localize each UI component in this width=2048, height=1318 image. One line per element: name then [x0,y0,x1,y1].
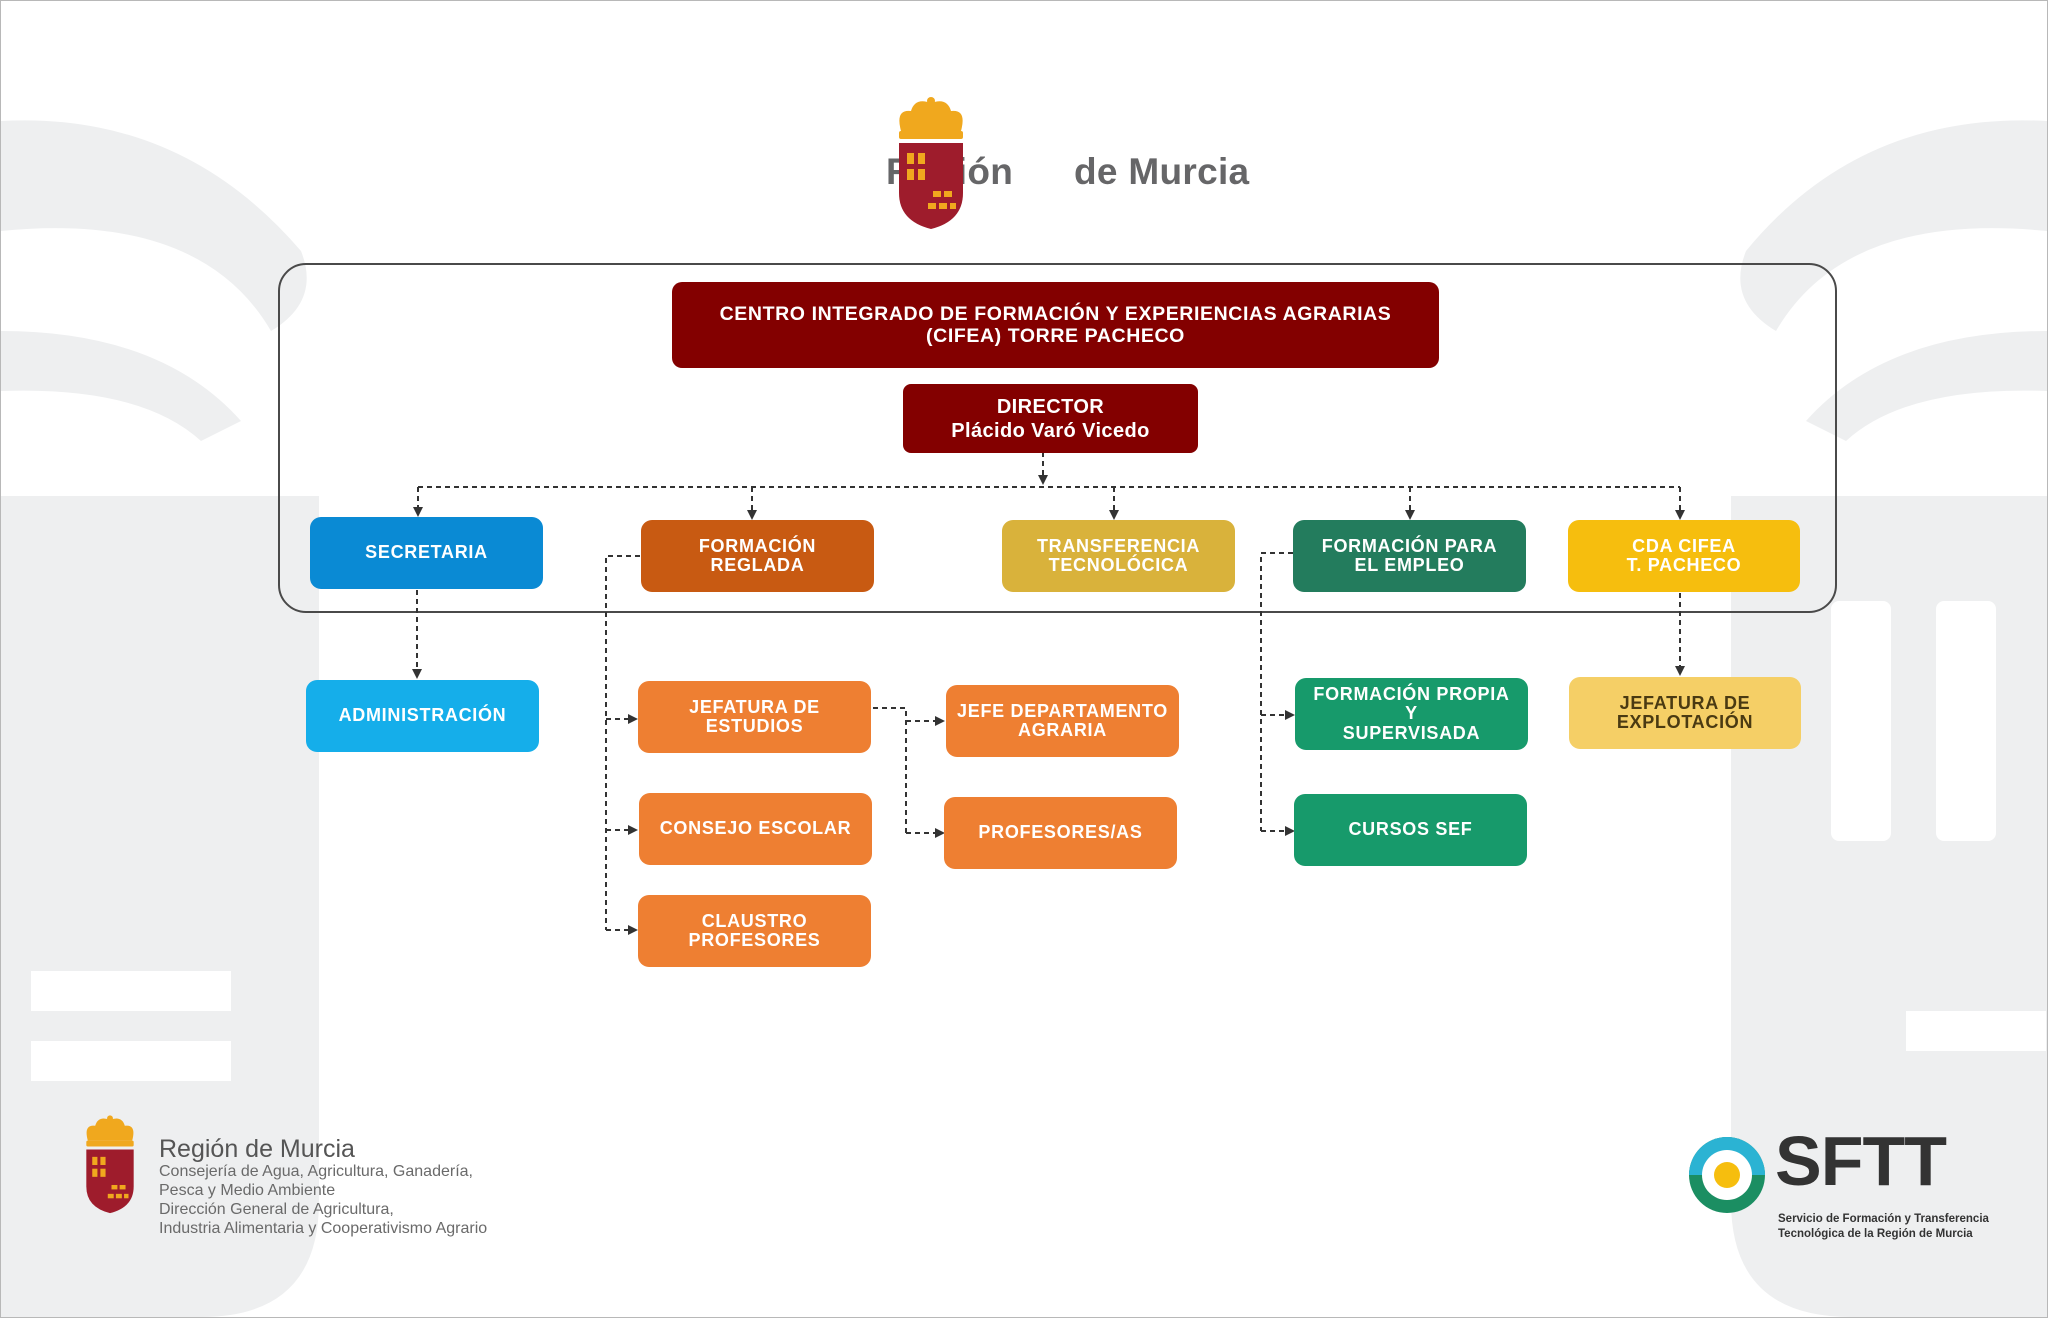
org-title-box: CENTRO INTEGRADO DE FORMACIÓN Y EXPERIEN… [672,282,1439,368]
administracion-box: ADMINISTRACIÓN [306,680,539,752]
sftt-name: SFTT [1775,1122,1947,1200]
footer-coat-of-arms-icon [86,1115,134,1214]
secretaria-box: SECRETARIA [310,517,543,589]
footer-line-2: Pesca y Medio Ambiente [159,1182,336,1199]
sftt-logo-icon [1689,1137,1765,1213]
formacion-reglada-box: FORMACIÓN REGLADA [641,520,874,592]
footer-line-4: Industria Alimentaria y Cooperativismo A… [159,1220,488,1237]
footer-line-3: Dirección General de Agricultura, [159,1201,394,1218]
org-chart-top-frame [278,263,1837,613]
footer-line-1: Consejería de Agua, Agricultura, Ganader… [159,1163,473,1180]
sftt-subtitle-line-2: Tecnológica de la Región de Murcia [1778,1228,1973,1240]
sftt-subtitle-line-1: Servicio de Formación y Transferencia [1778,1213,1989,1225]
consejo-escolar-box: CONSEJO ESCOLAR [639,793,872,865]
cursos-sef-box: CURSOS SEF [1294,794,1527,866]
header-logo-right-word: de Murcia [1074,151,1250,192]
footer-institution-name: Región de Murcia [159,1135,355,1163]
profesores-box: PROFESORES/AS [944,797,1177,869]
region-murcia-coat-of-arms-icon [899,97,963,229]
